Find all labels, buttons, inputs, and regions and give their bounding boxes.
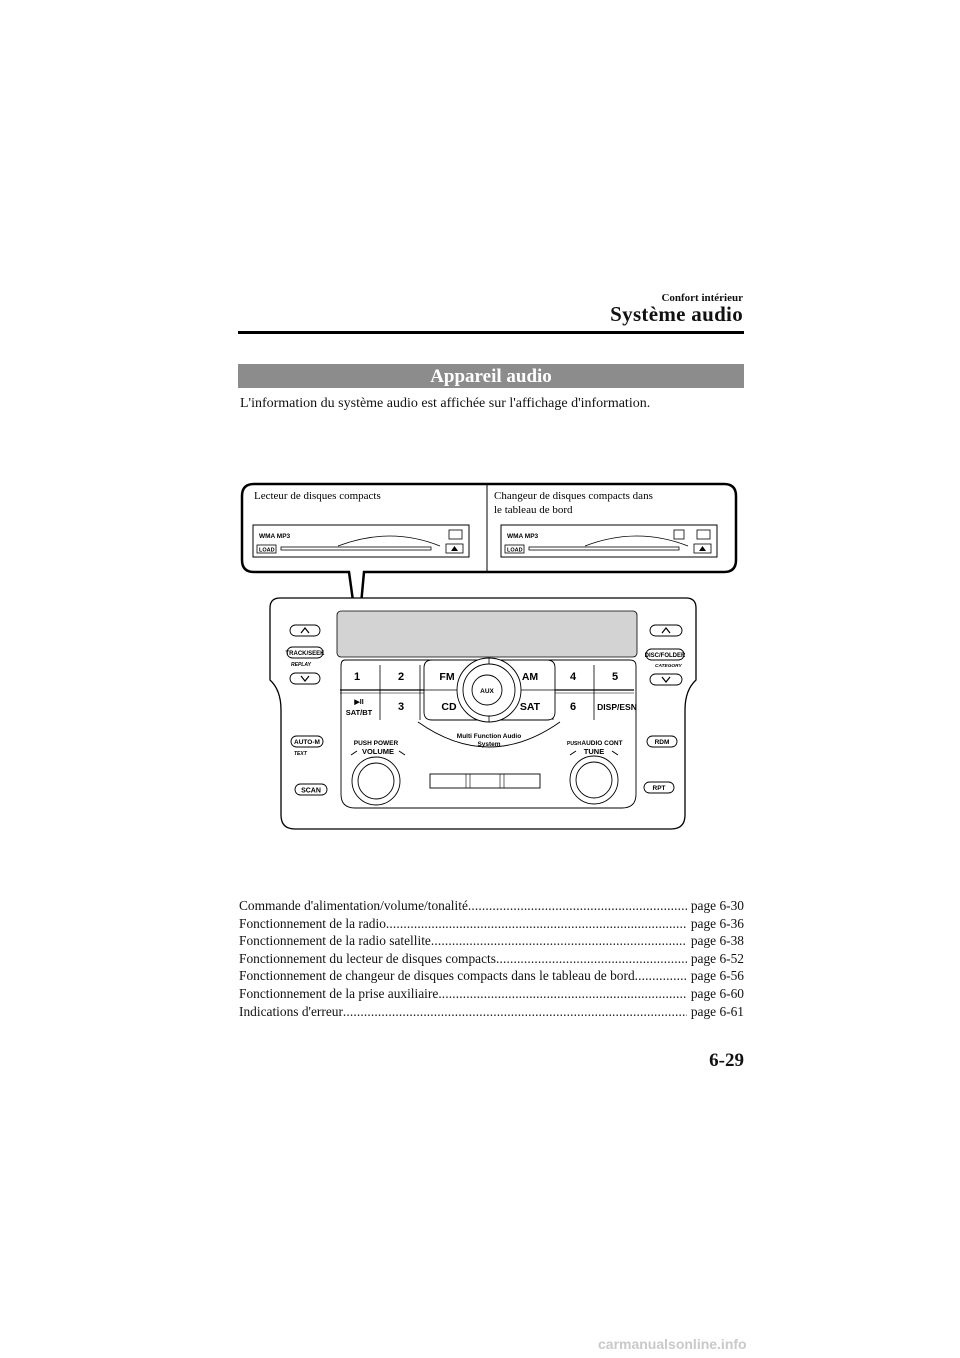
replay-label: REPLAY	[291, 662, 312, 668]
illustration-label: LOAD	[507, 548, 523, 554]
track-seek-label: TRACK/SEEK	[285, 651, 325, 657]
center-slot	[429, 773, 541, 789]
header-rule	[238, 331, 744, 334]
disc-folder-up-button	[649, 624, 683, 637]
toc-page: page 6-38	[690, 933, 744, 949]
right-caption-line2: le tableau de bord	[494, 504, 573, 516]
illustration-label: LOAD	[259, 548, 275, 554]
toc-page: page 6-56	[690, 968, 744, 984]
toc-row: Fonctionnement de changeur de disques co…	[239, 967, 744, 985]
auto-m-button	[290, 735, 324, 748]
volume-label: VOLUME	[362, 747, 394, 756]
rdm-label: RDM	[655, 739, 670, 746]
aux-button	[471, 674, 503, 706]
rpt-label: RPT	[653, 785, 666, 792]
track-seek-button	[286, 646, 324, 659]
preset-1: 1	[354, 671, 360, 683]
push-power-label: PUSH POWER	[354, 740, 399, 747]
watermark: carmanualsonline.info	[598, 1336, 747, 1352]
fm-label: FM	[439, 671, 454, 683]
toc-label: Fonctionnement de changeur de disques co…	[239, 968, 635, 984]
auto-m-label: AUTO-M	[294, 739, 320, 746]
toc-row: Fonctionnement de la radio page 6-36	[239, 915, 744, 933]
preset-6: 6	[570, 701, 576, 713]
preset-4: 4	[570, 671, 577, 683]
toc-page: page 6-61	[690, 1003, 744, 1019]
intro-paragraph: L'information du système audio est affic…	[240, 396, 651, 411]
center-face	[340, 659, 637, 809]
section-title: Confort intérieur	[661, 292, 743, 304]
sat-label: SAT	[520, 701, 541, 713]
toc-label: Indications d'erreur	[239, 1003, 343, 1019]
preset-2: 2	[398, 671, 404, 683]
toc-page: page 6-52	[690, 950, 744, 966]
cd-changer-slot: WMA MP3 LOAD	[500, 524, 718, 558]
toc-label: Fonctionnement du lecteur de disques com…	[239, 950, 496, 966]
section-banner: Appareil audio	[238, 364, 744, 388]
toc-page: page 6-30	[690, 898, 744, 913]
toc-label: Fonctionnement de la radio satellite	[239, 933, 431, 949]
chapter-title: Système audio	[610, 302, 743, 326]
scan-label: SCAN	[301, 788, 321, 795]
toc-label: Commande d'alimentation/volume/tonalité	[239, 898, 468, 913]
push-label: PUSH	[567, 741, 581, 747]
cd-player-slot: WMA MP3 LOAD	[252, 524, 470, 558]
play-pause-label: ▶II	[353, 699, 363, 706]
cd-label: CD	[441, 701, 457, 713]
track-seek-up-button	[289, 624, 321, 637]
preset-3: 3	[398, 701, 404, 713]
toc-row: Fonctionnement du lecteur de disques com…	[239, 950, 744, 968]
left-caption: Lecteur de disques compacts	[254, 490, 381, 502]
right-caption-line1: Changeur de disques compacts dans	[494, 490, 653, 502]
toc-row: Indications d'erreur page 6-61	[239, 1003, 744, 1021]
toc-page: page 6-60	[690, 985, 744, 1001]
scan-button	[294, 783, 328, 796]
page-references: Commande d'alimentation/volume/tonalité p…	[239, 897, 744, 1020]
text-label: TEXT	[294, 751, 308, 757]
audio-unit-illustration: Lecteur de disques compacts Changeur de …	[240, 482, 738, 830]
track-seek-down-button	[289, 672, 321, 685]
preset-5: 5	[612, 671, 618, 683]
am-label: AM	[522, 671, 539, 683]
mfa-line1: Multi Function Audio	[457, 733, 521, 740]
category-label: CATEGORY	[655, 663, 683, 669]
toc-row: Fonctionnement de la radio satellite page…	[239, 932, 744, 950]
disc-folder-down-button	[649, 673, 683, 686]
illustration-label: WMA MP3	[507, 533, 539, 540]
toc-row: Fonctionnement de la prise auxiliaire pag…	[239, 985, 744, 1003]
audio-cont-label: AUDIO CONT	[581, 740, 622, 747]
rpt-button	[643, 781, 675, 794]
toc-label: Fonctionnement de la prise auxiliaire	[239, 985, 439, 1001]
illustration-label: WMA MP3	[259, 533, 291, 540]
mfa-line2: System	[477, 741, 500, 748]
tune-label: TUNE	[584, 747, 604, 756]
disc-folder-button	[645, 648, 685, 661]
toc-label: Fonctionnement de la radio	[239, 915, 386, 931]
aux-label: AUX	[480, 688, 494, 695]
page-number: 6-29	[709, 1050, 744, 1071]
disc-folder-label: DISC/FOLDER	[645, 653, 686, 659]
disp-esn-label: DISP/ESN	[597, 702, 637, 712]
rdm-button	[646, 735, 678, 748]
toc-row: Commande d'alimentation/volume/tonalité p…	[239, 897, 744, 915]
sat-bt-label: SAT/BT	[346, 708, 373, 717]
display-screen	[336, 610, 638, 658]
toc-page: page 6-36	[690, 915, 744, 931]
